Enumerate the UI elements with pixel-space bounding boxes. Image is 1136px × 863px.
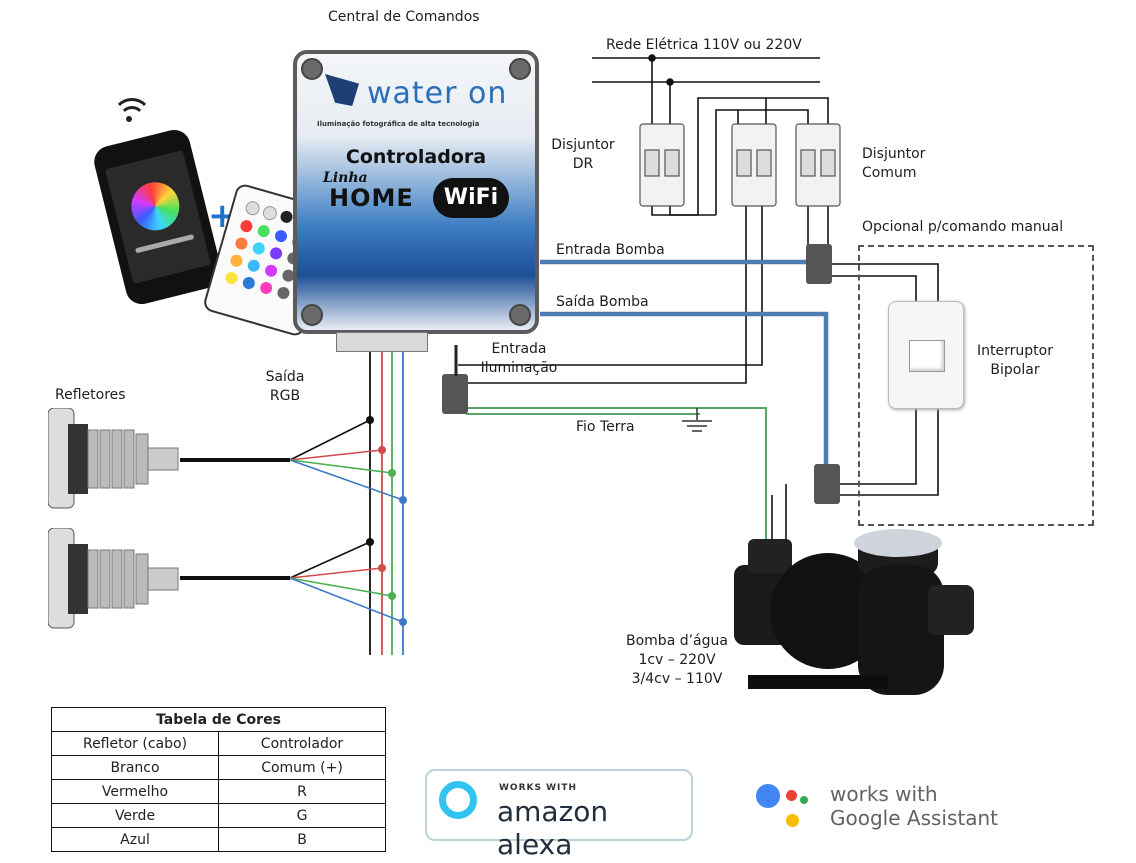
color-table-title: Tabela de Cores [51, 707, 386, 732]
pump-control-wires [540, 259, 829, 466]
controller-title: Controladora [345, 146, 487, 168]
brightness-slider [134, 233, 195, 254]
junction-box-bomba-in [806, 244, 832, 284]
color-table: Tabela de Cores Refletor (cabo) Controla… [51, 707, 386, 852]
label-opcional: Opcional p/comando manual [862, 219, 1064, 235]
brand-tagline: Iluminação fotográfica de alta tecnologi… [317, 120, 480, 128]
alexa-ring-icon [439, 781, 477, 819]
label-saida-bomba: Saída Bomba [556, 294, 649, 310]
optional-manual-box [858, 245, 1094, 526]
breaker-dr [639, 123, 685, 207]
label-fio-terra: Fio Terra [576, 419, 635, 435]
linha-label: Linha [323, 170, 368, 186]
switch-rocker [909, 340, 945, 372]
reflector-2 [48, 528, 179, 629]
color-table-cell: B [218, 827, 386, 852]
label-central: Central de Comandos [328, 9, 480, 25]
reflector-1 [48, 408, 179, 509]
phone-screen [104, 150, 212, 284]
ground-wire [466, 407, 767, 548]
terminal-strip [336, 332, 428, 352]
color-table-cell: Branco [51, 755, 219, 780]
color-table-cell: Vermelho [51, 779, 219, 804]
reflector-wires-1 [289, 419, 404, 501]
color-table-cell: G [218, 803, 386, 828]
home-label: HOME [329, 184, 414, 212]
color-table-cell: Azul [51, 827, 219, 852]
color-table-header: Refletor (cabo) [51, 731, 219, 756]
color-wheel [126, 177, 185, 236]
breaker-middle [731, 123, 777, 207]
label-refletores: Refletores [55, 387, 126, 403]
alexa-badge: WORKS WITH amazon alexa [425, 769, 693, 861]
ground-symbol-icon [682, 408, 712, 432]
color-table-cell: R [218, 779, 386, 804]
brand-logo: water on [367, 76, 508, 111]
water-pump [734, 529, 974, 695]
lamp-logo-icon [325, 74, 359, 106]
color-table-header: Controlador [218, 731, 386, 756]
bipolar-switch [888, 301, 964, 409]
wifi-badge: WiFi [433, 178, 509, 218]
junction-box-iluminacao [442, 374, 468, 414]
alexa-name: amazon alexa [497, 795, 609, 861]
controller-box: water on Iluminação fotográfica de alta … [293, 50, 539, 334]
reflector-wires-2 [289, 541, 404, 623]
color-table-cell: Comum (+) [218, 755, 386, 780]
wifi-signal-icon [112, 98, 152, 134]
alexa-works-with: WORKS WITH [499, 783, 578, 793]
label-rede: Rede Elétrica 110V ou 220V [606, 37, 802, 53]
wire-junction-dots [366, 416, 407, 626]
junction-box-bomba-out [814, 464, 840, 504]
label-entrada-bomba: Entrada Bomba [556, 242, 665, 258]
rgb-wires [369, 344, 404, 655]
color-table-cell: Verde [51, 803, 219, 828]
breaker-comum [795, 123, 841, 207]
